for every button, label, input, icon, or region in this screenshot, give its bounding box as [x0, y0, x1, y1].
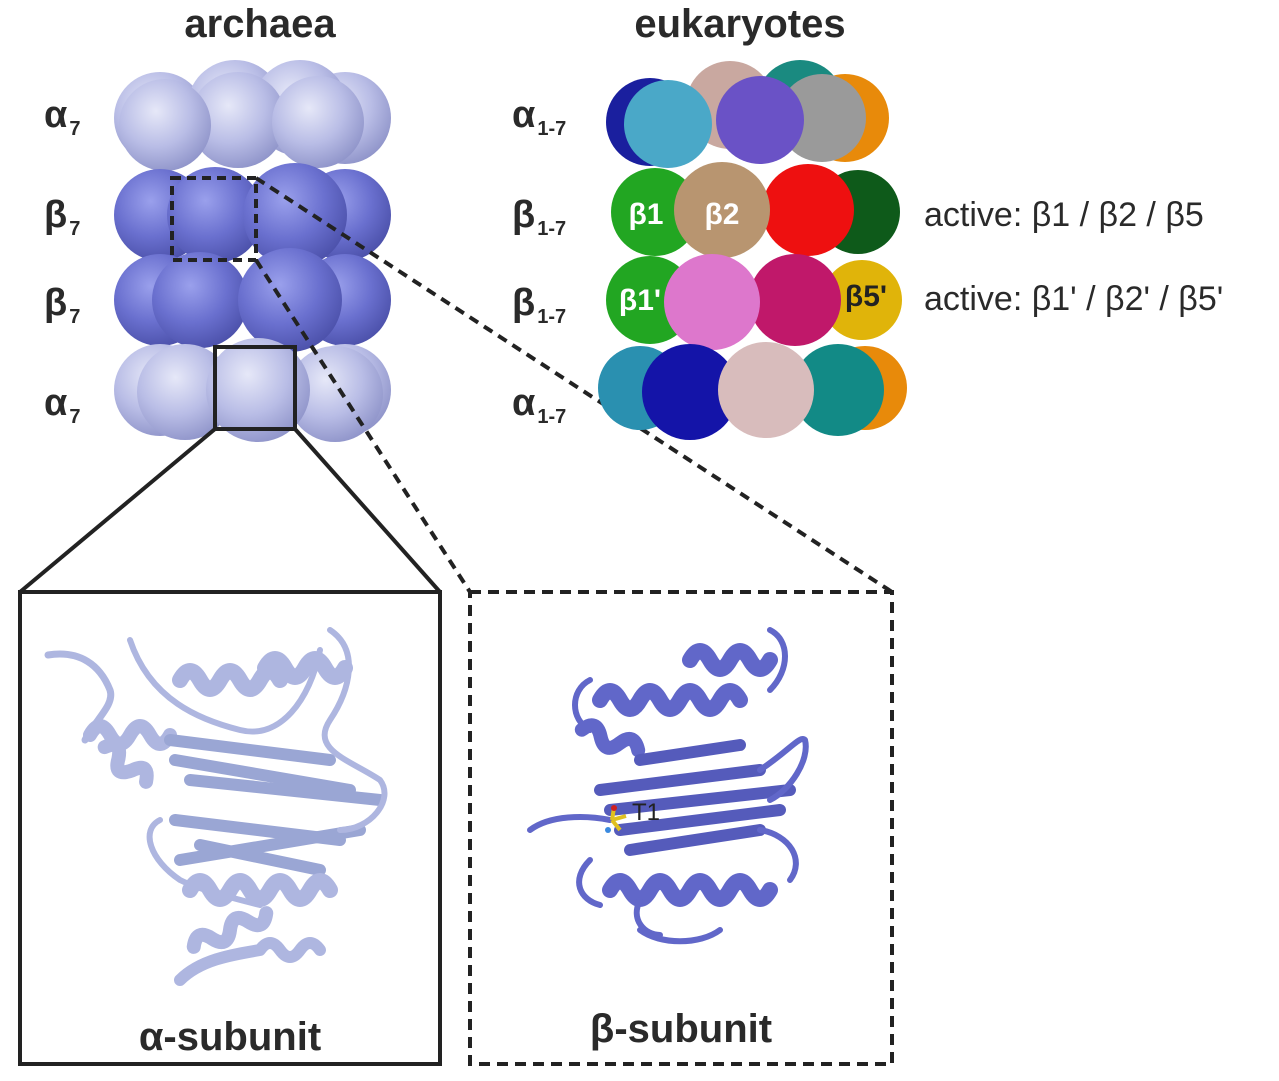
active-sites-ring-1: active: β1 / β2 / β5	[924, 196, 1204, 234]
archaea-beta-ring-1	[114, 163, 391, 267]
archaea-alpha-ring-bottom	[114, 338, 391, 442]
archaea-title: archaea	[184, 2, 336, 46]
beta-zoom-box	[170, 176, 258, 262]
eukaryote-alpha-ring-top	[606, 60, 889, 168]
alpha-subunit-label: α-subunit	[139, 1015, 321, 1059]
eukaryote-proteasome: β1 β2 β1' β5'	[598, 60, 907, 440]
archaea-alpha-ring-top	[114, 60, 391, 171]
sphere-label-b2: β2	[705, 198, 740, 231]
eukaryote-alpha-ring-bottom	[598, 342, 907, 440]
t1-residue	[605, 805, 627, 833]
beta-subunit-ribbon	[527, 627, 809, 945]
eukaryote-beta-ring-1	[611, 162, 900, 258]
archaea-proteasome	[114, 60, 391, 442]
alpha-subunit-ribbon	[44, 627, 388, 986]
sphere-label-b1: β1	[629, 198, 664, 231]
sphere-label-b5p: β5'	[845, 280, 887, 313]
beta-subunit-label: β-subunit	[590, 1007, 772, 1051]
sphere-label-b1p: β1'	[619, 284, 661, 317]
t1-residue-label: T1	[632, 799, 660, 826]
archaea-beta-ring-2	[114, 248, 391, 352]
eukaryote-beta-ring-2	[606, 254, 902, 350]
alpha-zoom-box	[213, 345, 297, 431]
eukaryotes-title: eukaryotes	[634, 2, 846, 46]
zoom-connector-lines	[18, 176, 894, 594]
active-sites-ring-2: active: β1' / β2' / β5'	[924, 280, 1224, 318]
